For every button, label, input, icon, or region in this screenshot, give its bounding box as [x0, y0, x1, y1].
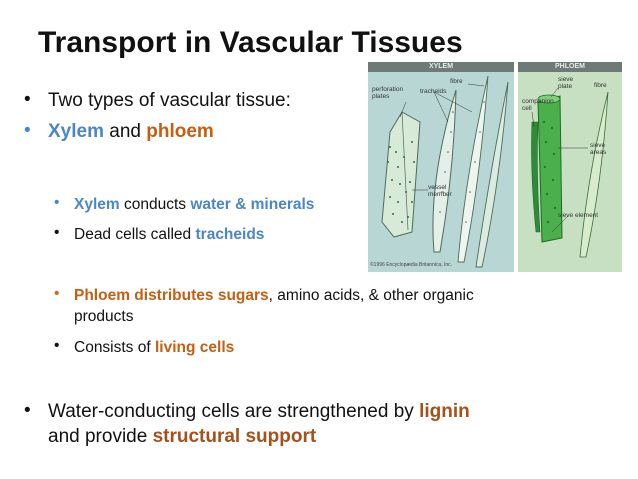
label-sieve-plate: sieve plate	[558, 76, 574, 90]
bullet-text: Consists of	[74, 339, 151, 356]
label-companion-cell: companion cell	[522, 98, 554, 112]
bullet-water-conducting: • Water-conducting cells are strengthene…	[24, 400, 470, 423]
bullet-water-conducting-line2: and provide structural support	[48, 426, 316, 448]
label-vessel-member: vessel member	[428, 184, 452, 198]
bullet-dot: •	[24, 89, 31, 110]
bullet-dot: •	[54, 224, 60, 241]
bullet-dot: •	[24, 120, 31, 141]
term-water-minerals: water & minerals	[190, 196, 315, 213]
term-living-cells: living cells	[154, 339, 235, 356]
term-phloem: phloem	[146, 121, 214, 142]
label-sieve-element: sieve element	[558, 212, 599, 219]
subbullet-dead-cells: • Dead cells called tracheids	[54, 224, 264, 244]
subbullet-phloem-distributes: • Phloem distributes sugars, amino acids…	[54, 285, 474, 305]
term-tracheids: tracheids	[195, 226, 265, 243]
subbullet-xylem-conducts: • Xylem conducts water & minerals	[54, 194, 314, 214]
xylem-header: XYLEM	[368, 62, 514, 72]
bullet-text: and provide	[48, 426, 148, 447]
term-xylem: Xylem	[48, 121, 104, 142]
bullet-xylem-phloem: • Xylem and phloem	[24, 120, 214, 143]
subbullet-living-cells: • Consists of living cells	[54, 337, 234, 357]
bullet-dot: •	[54, 194, 60, 211]
xylem-panel: XYLEM	[368, 62, 514, 272]
phloem-illustration	[531, 87, 609, 258]
bullet-text: Water-conducting cells are strengthened …	[48, 401, 414, 422]
subbullet-phloem-continuation: products	[74, 308, 134, 325]
phloem-header: PHLOEM	[518, 62, 622, 72]
copyright-notice: ©1996 Encyclopædia Britannica, Inc.	[370, 262, 453, 268]
term-xylem: Xylem	[74, 196, 120, 213]
vascular-tissue-diagram: XYLEM	[368, 62, 622, 272]
label-fibre-xylem: fibre	[450, 78, 463, 85]
label-sieve-areas: sieve areas	[590, 142, 607, 156]
phloem-panel: PHLOEM sieve plate fibre com	[518, 62, 622, 272]
bullet-text: conducts	[123, 196, 187, 213]
bullet-vascular-types: • Two types of vascular tissue:	[24, 89, 291, 112]
bullet-text: Dead cells called	[74, 226, 192, 243]
bullet-dot: •	[54, 337, 60, 354]
bullet-text: and	[109, 121, 141, 142]
term-structural-support: structural support	[152, 426, 317, 447]
bullet-text: Two types of vascular tissue:	[48, 90, 291, 111]
label-fibre-phloem: fibre	[594, 82, 607, 89]
slide-title: Transport in Vascular Tissues	[38, 26, 463, 59]
label-tracheids: tracheids	[420, 88, 447, 95]
label-perforation-plates: perforation plates	[372, 86, 404, 100]
term-lignin: lignin	[419, 401, 470, 422]
term-phloem-distributes: Phloem distributes sugars	[74, 287, 269, 304]
bullet-dot: •	[54, 285, 60, 302]
bullet-dot: •	[24, 400, 31, 421]
xylem-illustration	[381, 75, 509, 268]
bullet-text: , amino acids, & other organic	[268, 287, 474, 304]
